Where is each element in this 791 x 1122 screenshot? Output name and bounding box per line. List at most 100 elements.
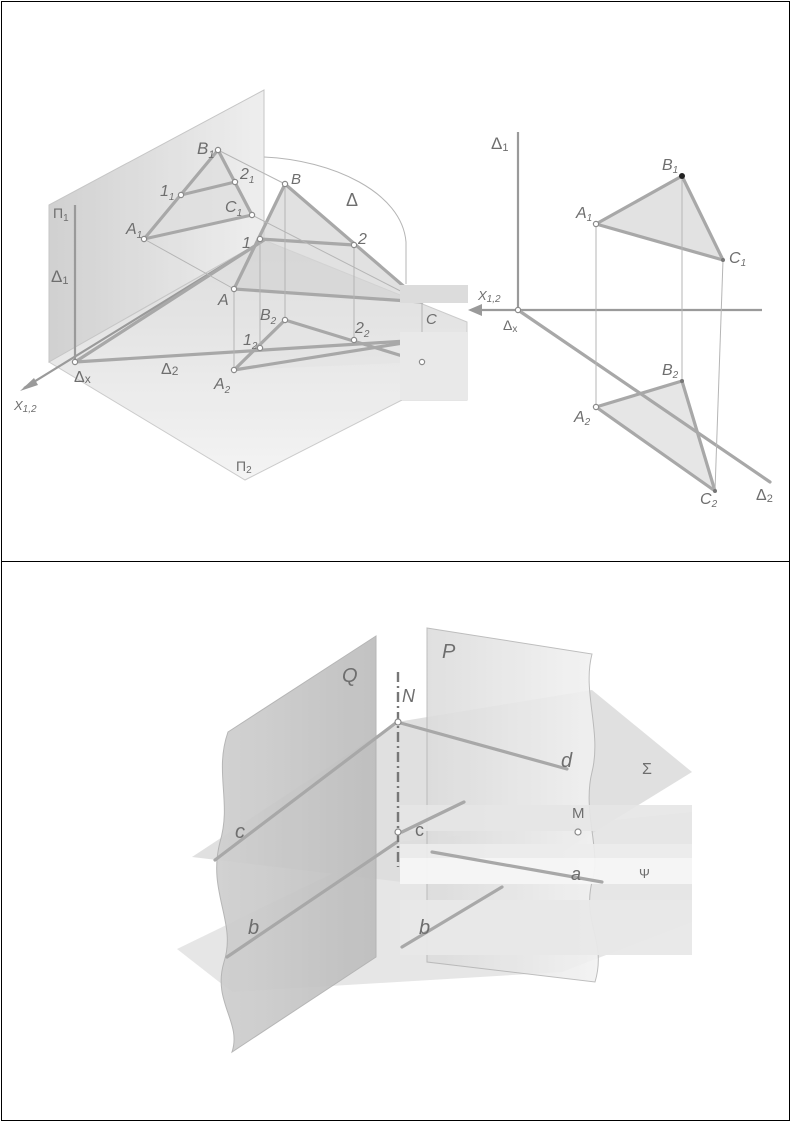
epure-b1c1 bbox=[680, 174, 725, 262]
projector-a1 bbox=[143, 238, 235, 290]
epure-axis-arrow bbox=[468, 304, 482, 316]
line-b-left bbox=[225, 840, 399, 959]
label-c-mid: c bbox=[415, 820, 424, 840]
triangle-a1b1c1-space bbox=[144, 150, 252, 239]
point-n bbox=[394, 718, 402, 726]
render-artifact bbox=[400, 844, 692, 858]
edge-12 bbox=[258, 237, 356, 247]
epure-a2c2 bbox=[594, 405, 717, 493]
epure-label-b1: B1 bbox=[662, 157, 678, 176]
line-c-left bbox=[213, 720, 399, 862]
label-sigma: Σ bbox=[642, 761, 652, 778]
bottom-panel: Q P N d Σ c c M a Ψ b b bbox=[1, 561, 790, 1121]
axis-x12-arrow bbox=[20, 378, 38, 391]
epure-a2b2 bbox=[594, 379, 684, 409]
label-2-2: 22 bbox=[354, 320, 370, 340]
render-artifact bbox=[400, 285, 468, 303]
epure-label-a1: A1 bbox=[575, 205, 592, 224]
label-b: B bbox=[291, 171, 301, 188]
point-2-1 bbox=[231, 178, 239, 186]
epure-label-delta2: Δ2 bbox=[756, 487, 773, 505]
point-c1 bbox=[248, 211, 256, 219]
epure-delta2 bbox=[516, 308, 772, 484]
epure-drawing bbox=[468, 132, 772, 493]
label-b2: B2 bbox=[260, 307, 277, 327]
point-2-2 bbox=[350, 336, 358, 344]
point-1-2 bbox=[256, 344, 264, 352]
label-delta2-left: Δ2 bbox=[161, 361, 179, 378]
point-b2 bbox=[281, 316, 289, 324]
epure-a1c1 bbox=[594, 222, 725, 262]
point-b1 bbox=[214, 146, 222, 154]
arc-curve bbox=[263, 156, 407, 284]
label-n: N bbox=[402, 686, 416, 706]
planes-intersection-diagram: Q P N d Σ c c M a Ψ b b bbox=[177, 627, 692, 1054]
label-a2: A2 bbox=[213, 376, 231, 396]
epure-label-delta1: Δ1 bbox=[491, 134, 508, 154]
render-artifact bbox=[400, 900, 692, 955]
label-delta: Δ bbox=[346, 190, 358, 210]
plane-q bbox=[216, 635, 377, 1054]
projector-b1 bbox=[217, 149, 286, 185]
point-2 bbox=[350, 241, 358, 249]
label-1-1: 11 bbox=[160, 183, 174, 203]
label-b-left: b bbox=[248, 917, 259, 939]
label-b1: B1 bbox=[197, 139, 214, 161]
edge-ac bbox=[232, 287, 424, 304]
label-a: A bbox=[217, 292, 229, 309]
label-m: M bbox=[572, 805, 585, 822]
label-delta1-left: Δ1 bbox=[51, 267, 68, 287]
point-c2 bbox=[418, 358, 426, 366]
label-pi1: Π1 bbox=[53, 205, 69, 224]
label-delta-x: Δx bbox=[74, 369, 91, 386]
epure-label-a2: A2 bbox=[573, 409, 591, 428]
label-q: Q bbox=[342, 665, 358, 687]
epure-triangle-2 bbox=[596, 381, 715, 491]
label-1: 1 bbox=[242, 235, 251, 252]
epure-label-delta-x: Δx bbox=[503, 317, 517, 335]
label-pi2: Π2 bbox=[236, 458, 252, 476]
edge-a1c1 bbox=[142, 213, 254, 241]
point-delta-x bbox=[71, 358, 79, 366]
point-b bbox=[281, 180, 289, 188]
spatial-and-epure-diagram: B1 11 21 C1 A1 B Δ 1 2 A C B2 12 22 A2 Π… bbox=[13, 89, 773, 510]
point-a2 bbox=[230, 366, 238, 374]
line-d bbox=[395, 720, 569, 771]
label-c-left: c bbox=[235, 821, 245, 843]
point-a1 bbox=[140, 235, 148, 243]
label-c1: C1 bbox=[225, 199, 242, 219]
label-1-2: 12 bbox=[243, 332, 258, 352]
point-1 bbox=[256, 235, 264, 243]
epure-a1b1 bbox=[594, 174, 684, 226]
point-m bbox=[574, 828, 582, 836]
render-artifact bbox=[400, 332, 468, 400]
epure-label-c2: C2 bbox=[700, 491, 718, 510]
epure-label-x12: X1,2 bbox=[477, 288, 501, 305]
epure-label-b2: B2 bbox=[662, 362, 679, 381]
label-c: C bbox=[426, 311, 437, 328]
line-c-mid bbox=[400, 800, 466, 834]
edge-a2c2 bbox=[232, 338, 424, 372]
label-b-mid: b bbox=[419, 917, 430, 939]
label-d: d bbox=[561, 750, 573, 772]
edge-1-1-2-1 bbox=[179, 180, 237, 197]
point-1-1 bbox=[177, 191, 185, 199]
line-b-mid bbox=[400, 885, 504, 949]
epure-b2c2 bbox=[680, 379, 717, 493]
label-a1: A1 bbox=[125, 221, 142, 241]
epure-link-c bbox=[714, 259, 724, 492]
label-p: P bbox=[442, 641, 456, 663]
line-delta-space bbox=[73, 238, 266, 364]
projector-c1 bbox=[251, 214, 423, 303]
epure-label-c1: C1 bbox=[729, 250, 746, 269]
label-x12-left: X1,2 bbox=[13, 398, 37, 415]
label-2-1: 21 bbox=[239, 166, 254, 186]
line-a bbox=[430, 850, 604, 884]
point-a bbox=[230, 285, 238, 293]
label-psi: Ψ bbox=[639, 866, 650, 881]
label-2: 2 bbox=[357, 231, 367, 248]
point-c-intersection bbox=[394, 828, 402, 836]
label-a: a bbox=[571, 864, 581, 884]
top-panel: B1 11 21 C1 A1 B Δ 1 2 A C B2 12 22 A2 Π… bbox=[1, 1, 790, 562]
render-artifact bbox=[400, 805, 692, 831]
